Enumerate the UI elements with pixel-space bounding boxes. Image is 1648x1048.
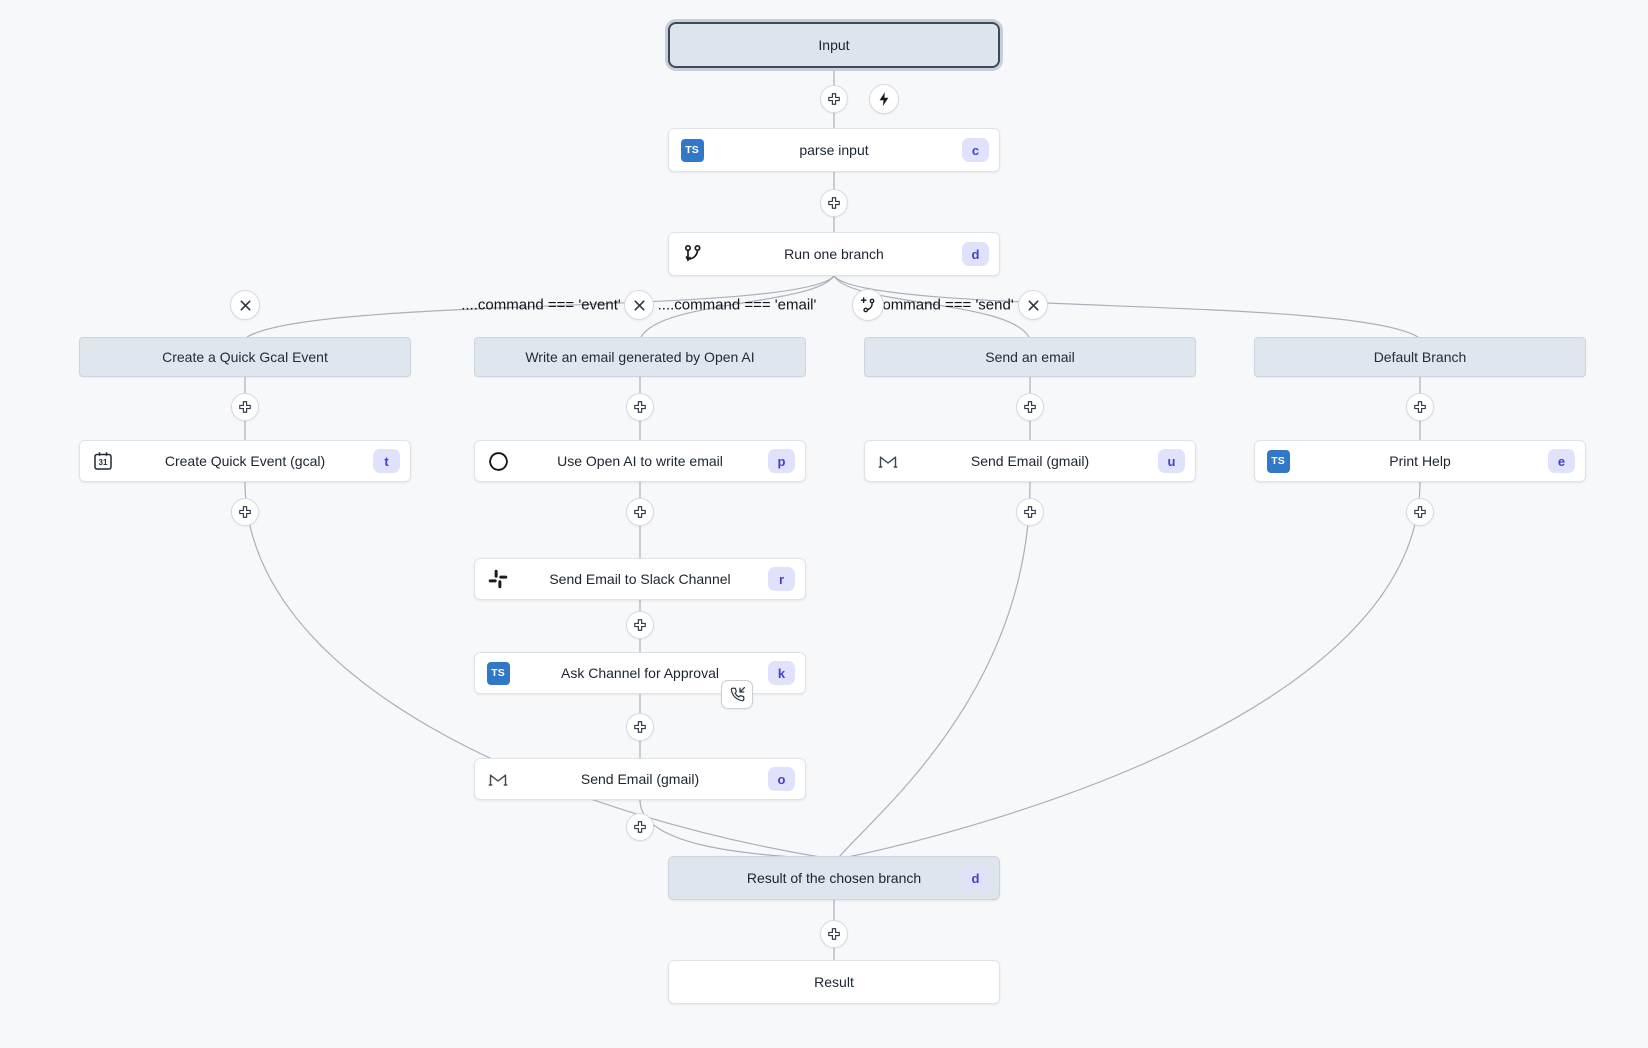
step-shortcut-badge: o	[768, 767, 795, 791]
insert-step-button[interactable]	[820, 189, 848, 217]
gmail-icon	[486, 767, 510, 791]
calendar-icon: 31	[91, 449, 115, 473]
step-node-send-gmail[interactable]: Send Email (gmail) o	[474, 758, 806, 800]
step-label: Ask Channel for Approval	[561, 665, 719, 681]
plus-icon	[239, 401, 251, 413]
branch-result-node[interactable]: Result of the chosen branch d	[668, 856, 1000, 900]
branch-condition-label: ....command === 'email'	[657, 296, 817, 314]
insert-step-button[interactable]	[1406, 498, 1434, 526]
plus-icon	[634, 401, 646, 413]
step-node-print-help[interactable]: TS Print Help e	[1254, 440, 1586, 482]
add-branch-button[interactable]	[852, 289, 884, 321]
step-shortcut-badge: r	[768, 567, 795, 591]
suspend-approval-indicator	[721, 680, 753, 709]
step-label: Result of the chosen branch	[746, 870, 922, 886]
insert-step-button[interactable]	[626, 611, 654, 639]
insert-step-button[interactable]	[1016, 498, 1044, 526]
step-node-openai-write-email[interactable]: Use Open AI to write email p	[474, 440, 806, 482]
step-label: Print Help	[1389, 453, 1451, 469]
git-branch-icon	[680, 242, 704, 266]
svg-text:31: 31	[99, 458, 108, 467]
step-node-send-gmail-2[interactable]: Send Email (gmail) u	[864, 440, 1196, 482]
branch-header-label: Write an email generated by Open AI	[525, 349, 755, 365]
step-node-slack-channel[interactable]: Send Email to Slack Channel r	[474, 558, 806, 600]
insert-step-button[interactable]	[231, 498, 259, 526]
plus-icon	[1024, 506, 1036, 518]
typescript-icon: TS	[1266, 449, 1290, 473]
phone-incoming-icon	[730, 687, 745, 702]
plus-icon	[634, 506, 646, 518]
insert-step-button[interactable]	[626, 498, 654, 526]
plus-icon	[1024, 401, 1036, 413]
step-shortcut-badge: c	[962, 138, 989, 162]
step-shortcut-badge: t	[373, 449, 400, 473]
openai-icon	[486, 449, 510, 473]
plus-icon	[634, 721, 646, 733]
insert-step-button[interactable]	[626, 813, 654, 841]
branch-header-label: Default Branch	[1373, 349, 1467, 365]
insert-step-button[interactable]	[1016, 393, 1044, 421]
branch-header-openai-email[interactable]: Write an email generated by Open AI	[474, 337, 806, 377]
step-node-parse-input[interactable]: TS parse input c	[668, 128, 1000, 172]
zap-icon	[879, 92, 889, 107]
close-icon	[1027, 299, 1039, 311]
branch-header-label: Send an email	[985, 349, 1075, 365]
branch-condition-label: ....command === 'event'	[461, 296, 621, 314]
step-label: Create Quick Event (gcal)	[164, 453, 326, 469]
insert-step-button[interactable]	[231, 393, 259, 421]
remove-branch-button[interactable]	[230, 290, 260, 320]
insert-step-button[interactable]	[820, 85, 848, 113]
step-node-ask-approval[interactable]: TS Ask Channel for Approval k	[474, 652, 806, 694]
step-label: Send Email (gmail)	[580, 771, 700, 787]
flow-result-node[interactable]: Result	[668, 960, 1000, 1004]
step-shortcut-badge: e	[1548, 449, 1575, 473]
plus-icon	[634, 821, 646, 833]
plus-icon	[239, 506, 251, 518]
plus-icon	[828, 928, 840, 940]
plus-icon	[634, 619, 646, 631]
branch-header-send-email[interactable]: Send an email	[864, 337, 1196, 377]
plus-icon	[828, 197, 840, 209]
insert-step-button[interactable]	[626, 393, 654, 421]
insert-step-button[interactable]	[626, 713, 654, 741]
insert-step-button[interactable]	[1406, 393, 1434, 421]
step-shortcut-badge: d	[962, 242, 989, 266]
step-label: Send Email to Slack Channel	[549, 571, 731, 587]
gmail-icon	[876, 449, 900, 473]
close-icon	[633, 299, 645, 311]
step-node-run-one-branch[interactable]: Run one branch d	[668, 232, 1000, 276]
step-label: Use Open AI to write email	[557, 453, 723, 469]
step-label: Send Email (gmail)	[970, 453, 1090, 469]
insert-step-button[interactable]	[820, 920, 848, 948]
step-label: Result	[814, 974, 854, 990]
trigger-button[interactable]	[869, 84, 899, 114]
typescript-icon: TS	[486, 661, 510, 685]
typescript-icon: TS	[680, 138, 704, 162]
flow-input-node[interactable]: Input	[668, 22, 1000, 68]
plus-icon	[1414, 401, 1426, 413]
slack-icon	[486, 567, 510, 591]
plus-icon	[828, 93, 840, 105]
step-label: Run one branch	[784, 246, 884, 262]
step-shortcut-badge: u	[1158, 449, 1185, 473]
remove-branch-button[interactable]	[1018, 290, 1048, 320]
step-shortcut-badge: k	[768, 661, 795, 685]
step-node-create-quick-event[interactable]: 31 Create Quick Event (gcal) t	[79, 440, 411, 482]
step-shortcut-badge: p	[768, 449, 795, 473]
add-branch-icon	[860, 297, 875, 313]
branch-header-label: Create a Quick Gcal Event	[162, 349, 328, 365]
plus-icon	[1414, 506, 1426, 518]
step-shortcut-badge: d	[962, 866, 989, 890]
branch-condition-label: ....command === 'send'	[858, 296, 1014, 314]
branch-header-default[interactable]: Default Branch	[1254, 337, 1586, 377]
close-icon	[239, 299, 251, 311]
flow-input-label: Input	[818, 37, 850, 53]
remove-branch-button[interactable]	[624, 290, 654, 320]
step-label: parse input	[799, 142, 869, 158]
branch-header-gcal-event[interactable]: Create a Quick Gcal Event	[79, 337, 411, 377]
